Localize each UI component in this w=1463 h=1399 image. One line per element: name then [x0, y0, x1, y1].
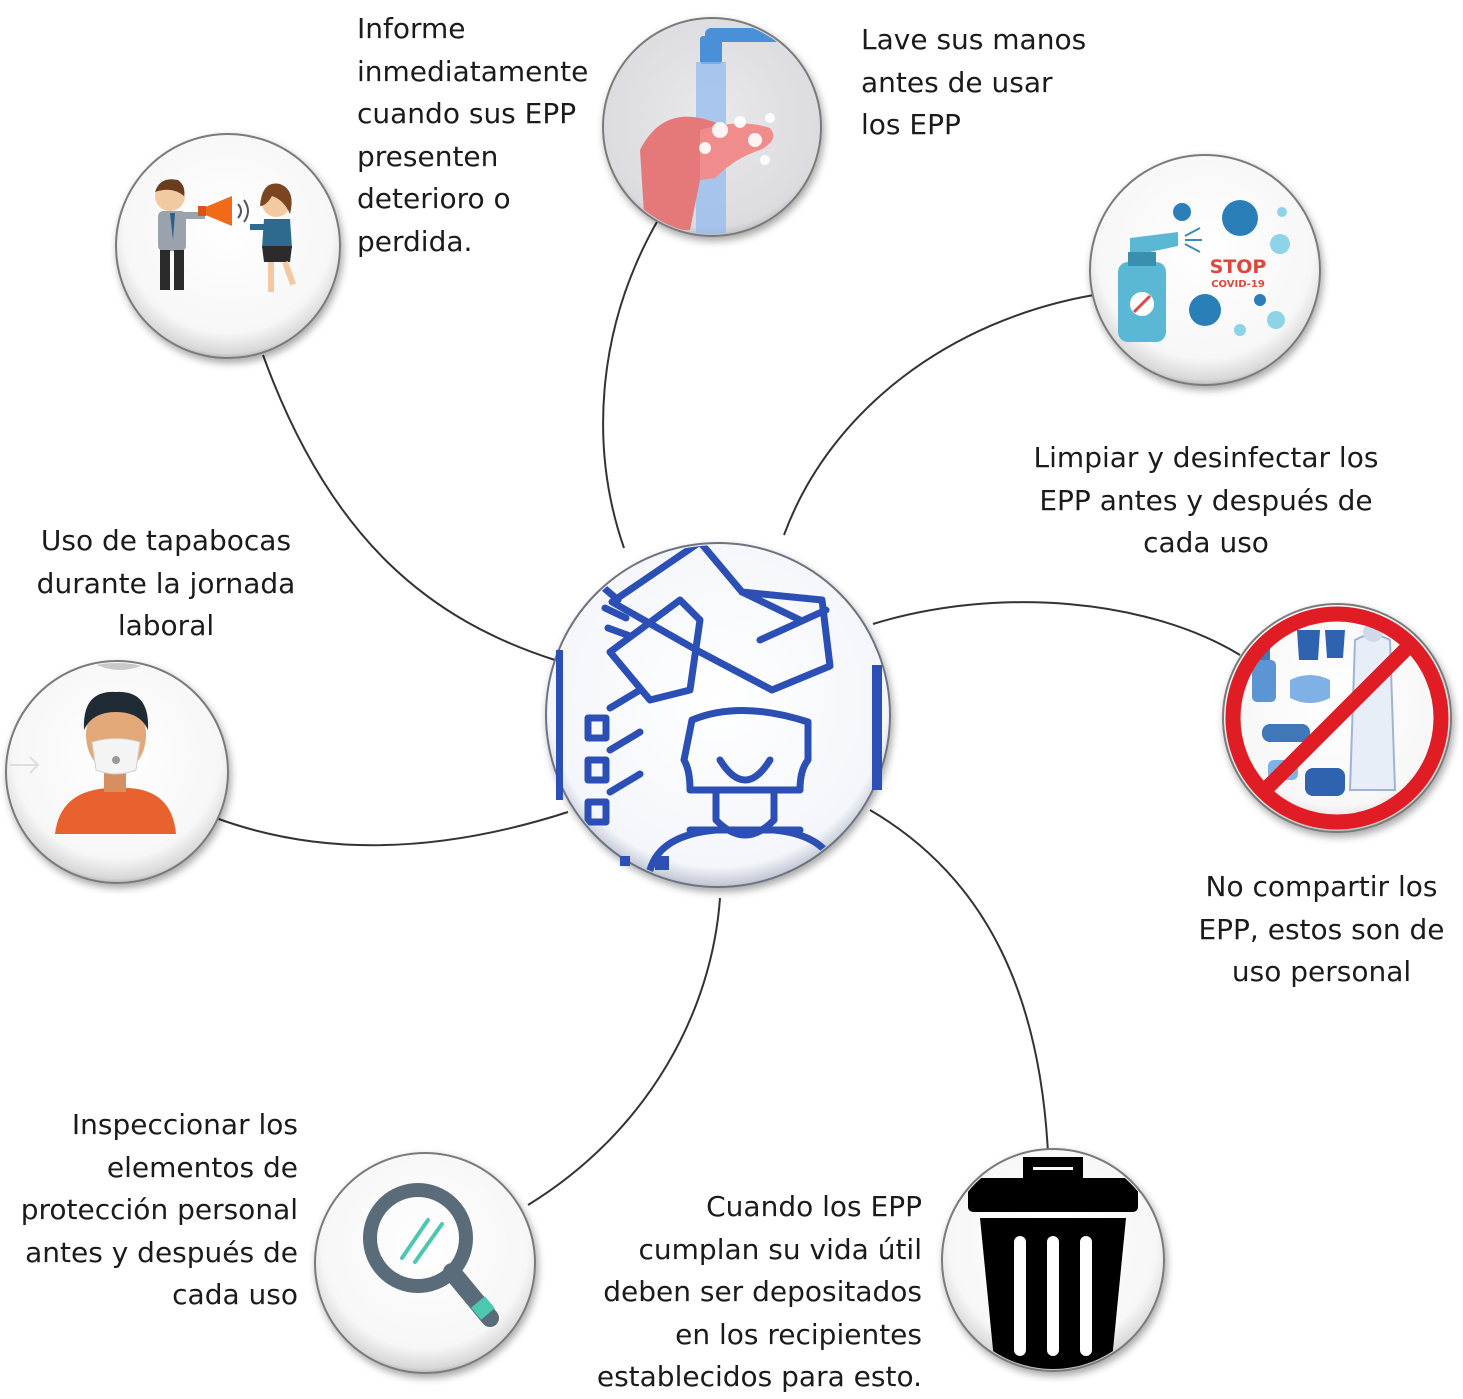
connector-mask	[215, 811, 569, 847]
label-line: cuando sus EPP	[357, 97, 577, 130]
node-dispose	[941, 1148, 1165, 1372]
connector-dispose	[869, 809, 1049, 1154]
hub-frame-bottom-2	[655, 856, 669, 870]
label-report: Informe inmediatamente cuando sus EPP pr…	[357, 8, 588, 263]
label-line: cumplan su vida útil	[638, 1232, 922, 1266]
label-line: establecidos para esto.	[596, 1360, 922, 1393]
node-disinfect: STOP COVID-19	[1089, 154, 1321, 386]
hub-node	[545, 542, 891, 888]
node-inspect	[314, 1152, 536, 1374]
label-mask: Uso de tapabocas durante la jornada labo…	[10, 520, 322, 648]
connectors	[215, 219, 1241, 1206]
stop-badge-text: STOP	[1210, 256, 1267, 278]
face-mask-person-icon	[10, 663, 176, 834]
label-line: perdida.	[357, 224, 473, 258]
label-line: cada uso	[172, 1278, 298, 1311]
label-line: deben ser depositados	[603, 1275, 922, 1308]
node-mask	[5, 660, 229, 884]
hub-frame-left	[556, 650, 563, 800]
label-line: EPP, estos son de	[1198, 912, 1445, 946]
connector-disinfect	[783, 294, 1095, 536]
label-line: Lave sus manos	[861, 23, 1087, 56]
label-line: presenten	[357, 139, 499, 173]
prohibition-ring	[1225, 606, 1449, 830]
megaphone-people-icon	[155, 179, 297, 292]
connector-no-share	[872, 601, 1241, 656]
node-no-share	[1222, 603, 1452, 833]
hub-frame-right	[872, 665, 882, 790]
label-line: protección personal	[20, 1193, 298, 1226]
label-line: Inspeccionar los	[71, 1108, 298, 1141]
label-disinfect: Limpiar y desinfectar los EPP antes y de…	[1000, 437, 1412, 565]
label-line: No compartir los	[1205, 870, 1438, 903]
label-line: inmediatamente	[357, 54, 589, 88]
prohibition-slash	[1257, 638, 1417, 798]
label-wash: Lave sus manos antes de usar los EPP	[861, 19, 1086, 147]
trash-bin-icon	[968, 1157, 1138, 1369]
hub-frame-bottom	[620, 856, 630, 866]
covid-badge-text: COVID-19	[1211, 279, 1265, 290]
label-no-share: No compartir los EPP, estos son de uso p…	[1180, 866, 1463, 994]
connector-wash	[602, 219, 659, 549]
label-line: cada uso	[1143, 526, 1269, 559]
label-line: Limpiar y desinfectar los	[1033, 441, 1379, 474]
hand-washing-icon	[640, 28, 785, 234]
label-line: antes de usar	[861, 65, 1053, 99]
disinfectant-spray-icon: STOP COVID-19	[1118, 200, 1290, 342]
magnifier-icon	[363, 1183, 499, 1327]
connector-report	[262, 354, 556, 661]
label-line: Uso de tapabocas	[40, 524, 292, 557]
label-line: los EPP	[861, 108, 961, 141]
label-line: laboral	[117, 609, 215, 642]
gloves-mask-checklist-icon	[584, 545, 840, 874]
node-wash	[602, 17, 822, 237]
label-dispose: Cuando los EPP cumplan su vida útil debe…	[540, 1186, 922, 1399]
label-line: deterioro o	[357, 182, 511, 215]
label-inspect: Inspeccionar los elementos de protección…	[0, 1104, 298, 1317]
label-line: antes y después de	[25, 1235, 298, 1269]
label-line: en los recipientes	[675, 1317, 922, 1351]
label-line: uso personal	[1231, 955, 1412, 988]
label-line: EPP antes y después de	[1039, 483, 1373, 517]
label-line: elementos de	[106, 1150, 298, 1184]
label-line: durante la jornada	[36, 566, 296, 600]
node-report	[115, 133, 341, 359]
label-line: Cuando los EPP	[706, 1190, 922, 1223]
connector-inspect	[527, 897, 721, 1206]
label-line: Informe	[357, 12, 466, 45]
